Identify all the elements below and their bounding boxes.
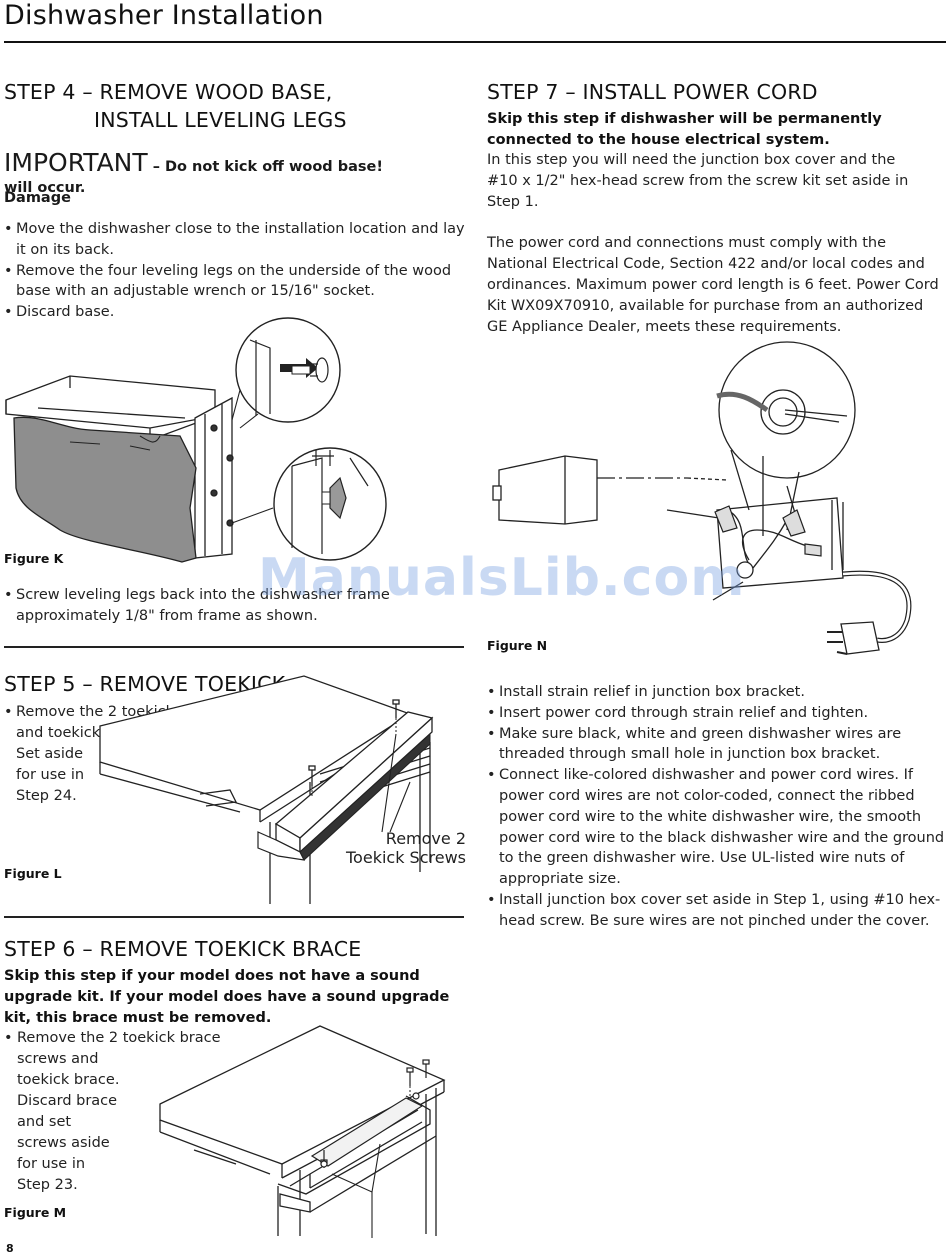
step5-line: Set aside bbox=[16, 746, 84, 762]
figure-m-illustration bbox=[159, 1025, 446, 1238]
step5-line: and toekick. bbox=[16, 725, 105, 741]
watermark: ManualsLib.com bbox=[258, 548, 746, 608]
figure-n-label: Figure N bbox=[487, 638, 548, 653]
important-word: IMPORTANT bbox=[4, 148, 148, 177]
figure-l-label: Figure L bbox=[4, 866, 62, 881]
important-text: – Do not kick off wood base! Damage bbox=[4, 159, 383, 206]
step7-heading: STEP 7 – INSTALL POWER CORD bbox=[487, 80, 818, 104]
figure-m-label: Figure M bbox=[4, 1205, 67, 1220]
step6-line: toekick brace. bbox=[17, 1072, 120, 1088]
section-divider bbox=[4, 646, 464, 648]
step6-note: Skip this step if your model does not ha… bbox=[4, 968, 450, 1026]
figure-l-callout: Remove 2 Toekick Screws bbox=[320, 829, 466, 867]
list-item: Discard base. bbox=[4, 302, 466, 323]
step7-note: Skip this step if dishwasher will be per… bbox=[487, 111, 882, 148]
step6-line: Discard brace bbox=[17, 1093, 118, 1109]
list-item: Connect like-colored dishwasher and powe… bbox=[487, 765, 945, 890]
important-notice: IMPORTANT – Do not kick off wood base! D… bbox=[4, 148, 454, 213]
page-number: 8 bbox=[6, 1242, 14, 1255]
important-text-line2: will occur. bbox=[4, 180, 86, 196]
callout-line: Toekick Screws bbox=[346, 848, 466, 867]
step5-line: Step 24. bbox=[16, 788, 77, 804]
step5-line: for use in bbox=[16, 767, 85, 783]
list-item: Screw leveling legs back into the dishwa… bbox=[4, 585, 404, 627]
section-divider bbox=[4, 916, 464, 918]
page-title: Dishwasher Installation bbox=[4, 0, 324, 31]
step6-line: screws aside bbox=[17, 1135, 110, 1151]
figure-n-illustration bbox=[492, 341, 912, 655]
step7-bullet-list: Install strain relief in junction box br… bbox=[487, 682, 945, 932]
step6-bullet: •Remove the 2 toekick brace screws and t… bbox=[4, 1028, 224, 1196]
step4-heading-line2: INSTALL LEVELING LEGS bbox=[94, 108, 347, 132]
list-item: Insert power cord through strain relief … bbox=[487, 703, 945, 724]
step6-line: screws and bbox=[17, 1051, 99, 1067]
step7-para2: The power cord and connections must comp… bbox=[487, 235, 939, 335]
step7-para1: In this step you will need the junction … bbox=[487, 152, 909, 210]
callout-line: Remove 2 bbox=[385, 829, 466, 848]
list-item: Remove the four leveling legs on the und… bbox=[4, 261, 466, 303]
step6-line: for use in bbox=[17, 1156, 86, 1172]
step4-bullet-after: Screw leveling legs back into the dishwa… bbox=[4, 585, 404, 627]
figure-k-illustration bbox=[5, 317, 387, 563]
step6-line: Remove the 2 toekick brace bbox=[17, 1030, 221, 1046]
list-item: Install junction box cover set aside in … bbox=[487, 890, 945, 932]
step4-bullet-list: Move the dishwasher close to the install… bbox=[4, 219, 466, 323]
figure-k-label: Figure K bbox=[4, 551, 64, 566]
step4-heading-line1: STEP 4 – REMOVE WOOD BASE, bbox=[4, 80, 333, 104]
list-item: Install strain relief in junction box br… bbox=[487, 682, 945, 703]
step6-line: Step 23. bbox=[17, 1177, 78, 1193]
list-item: Move the dishwasher close to the install… bbox=[4, 219, 466, 261]
figure-l-illustration bbox=[99, 675, 434, 904]
header-rule bbox=[4, 41, 946, 43]
list-item: Make sure black, white and green dishwas… bbox=[487, 724, 945, 766]
step6-line: and set bbox=[17, 1114, 72, 1130]
step6-heading: STEP 6 – REMOVE TOEKICK BRACE bbox=[4, 937, 362, 961]
